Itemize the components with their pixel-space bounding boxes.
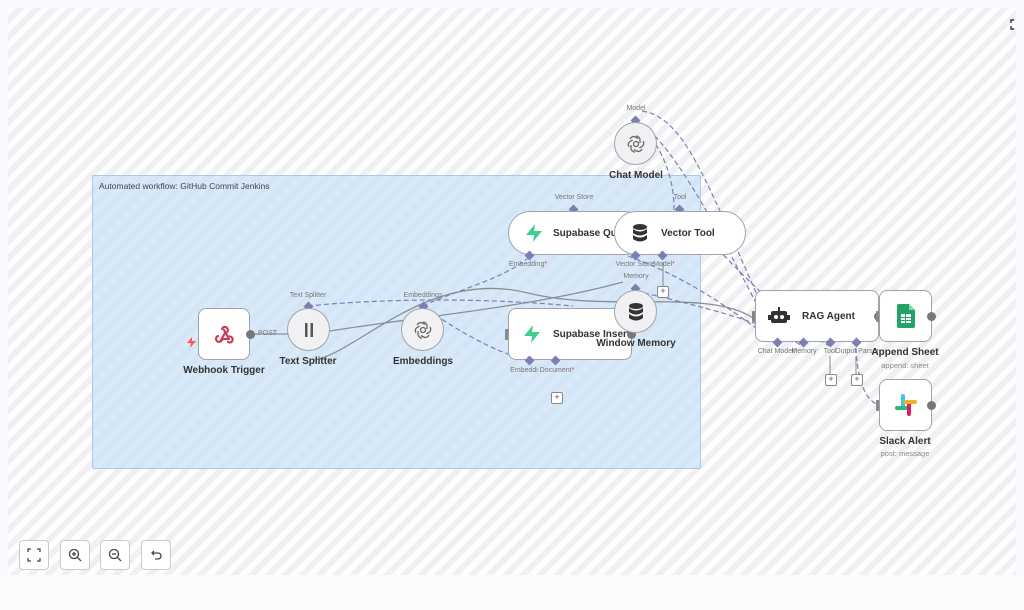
append-sheet-sublabel: append: sheet	[881, 361, 929, 370]
window-memory-node[interactable]	[614, 290, 657, 333]
slack-alert-input-handle[interactable]	[876, 400, 881, 411]
fullscreen-icon[interactable]	[1008, 17, 1016, 31]
wire-rag-slack	[855, 347, 883, 407]
append-sheet-input-handle[interactable]	[876, 311, 881, 322]
add-model-button[interactable]: +	[657, 286, 669, 298]
supabase-insert-embedding-label: Embeddi	[510, 367, 538, 374]
add-output-parser-button[interactable]: +	[851, 374, 863, 386]
zoom-in-button[interactable]	[60, 540, 90, 570]
rag-agent-label: RAG Agent	[802, 310, 855, 322]
embeddings-node[interactable]	[401, 308, 444, 351]
webhook-trigger-node[interactable]	[198, 308, 250, 360]
supabase-query-icon	[521, 220, 547, 246]
wire-splitter-supabase-insert	[329, 281, 624, 332]
slack-alert-node[interactable]	[879, 379, 932, 431]
rag-output-parser-label: Output Parser	[835, 348, 879, 355]
append-sheet-label: Append Sheet	[871, 347, 939, 358]
text-splitter-label: Text Splitter	[279, 356, 337, 367]
rag-agent-input-handle[interactable]	[752, 311, 757, 322]
chat-model-node[interactable]	[614, 122, 657, 165]
supabase-insert-output-port[interactable]	[627, 330, 636, 339]
supabase-query-label: Supabase Query	[553, 227, 632, 239]
slack-alert-output-port[interactable]	[927, 401, 936, 410]
rag-agent-node[interactable]: RAG Agent	[755, 290, 879, 342]
trigger-bolt-icon	[187, 335, 196, 353]
vector-tool-node[interactable]: Vector Tool	[614, 211, 746, 255]
slack-alert-label: Slack Alert	[879, 436, 931, 447]
window-memory-port-label: Memory	[623, 273, 649, 280]
webhook-icon	[211, 321, 237, 347]
supabase-insert-input-handle[interactable]	[505, 329, 510, 340]
fit-view-icon	[27, 548, 41, 562]
rag-chat-model-label: Chat Model*	[757, 348, 797, 355]
webhook-trigger-label: Webhook Trigger	[183, 365, 265, 376]
vector-tool-vector-store-label: Vector Store	[615, 261, 655, 268]
bottom-bar	[0, 575, 1024, 610]
add-tool-button[interactable]: +	[825, 374, 837, 386]
chat-model-label: Chat Model	[609, 170, 663, 181]
wire-chat-model-rag	[635, 120, 777, 343]
wire-supabase-insert-rag	[313, 287, 754, 361]
zoom-out-button[interactable]	[100, 540, 130, 570]
chat-model-port-label: Model	[626, 105, 646, 112]
reset-zoom-button[interactable]	[141, 540, 171, 570]
robot-icon	[766, 303, 792, 329]
vector-tool-label: Vector Tool	[661, 227, 715, 239]
zoom-in-icon	[68, 548, 82, 562]
supabase-query-embedding-label: Embedding*	[508, 261, 548, 268]
embeddings-port-label: Embeddings	[403, 292, 443, 299]
supabase-insert-label: Supabase Insert	[553, 328, 631, 340]
append-sheet-output-port[interactable]	[927, 312, 936, 321]
zoom-out-icon	[108, 548, 122, 562]
text-splitter-node[interactable]	[287, 308, 330, 351]
supabase-insert-document-label: Document*	[539, 367, 575, 374]
memory-database-icon	[623, 299, 649, 325]
webhook-output-port[interactable]	[246, 330, 255, 339]
undo-icon	[151, 550, 162, 560]
append-sheet-node[interactable]	[879, 290, 932, 342]
embeddings-label: Embeddings	[392, 356, 454, 367]
window-memory-label: Window Memory	[596, 338, 676, 349]
add-document-button[interactable]: +	[551, 392, 563, 404]
slack-alert-sublabel: post: message	[880, 449, 930, 458]
supabase-insert-node[interactable]: Supabase Insert	[508, 308, 632, 360]
slack-icon	[893, 392, 919, 418]
sticky-note-title: Automated workflow: GitHub Commit Jenkin…	[99, 181, 270, 191]
openai-chat-icon	[623, 131, 649, 157]
database-icon	[627, 220, 653, 246]
rag-tool-label: Tool	[823, 348, 837, 355]
wire-splitter-to-insert-document	[307, 299, 574, 307]
splitter-icon	[296, 317, 322, 343]
openai-icon	[410, 317, 436, 343]
wire-chat-model-vector	[641, 110, 781, 347]
wire-embeddings-to-query	[422, 255, 531, 307]
supabase-query-port-label: Vector Store	[554, 194, 594, 201]
webhook-output-label: POST	[258, 330, 278, 337]
supabase-icon	[519, 321, 545, 347]
fit-view-button[interactable]	[19, 540, 49, 570]
wire-query-rag	[627, 255, 757, 329]
google-sheets-icon	[893, 303, 919, 329]
vector-tool-port-label: Tool	[673, 194, 687, 201]
splitter-port-label: Text Splitter	[289, 292, 327, 299]
rag-memory-label: Memory	[791, 348, 817, 355]
workflow-canvas[interactable]: Automated workflow: GitHub Commit Jenkin…	[8, 8, 1016, 575]
